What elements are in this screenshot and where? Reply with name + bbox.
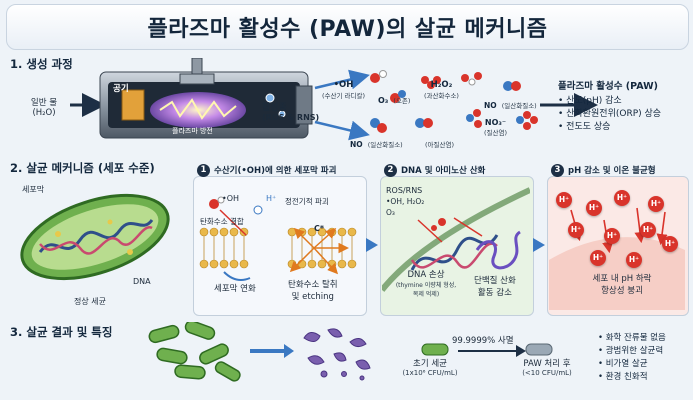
before-label: 초기 세균 (1x10⁶ CFU/mL)	[402, 359, 458, 377]
paw-output-bullets: • 산도(pH) 감소 • 산화환원전위(ORP) 상승 • 전도도 상승	[558, 95, 688, 134]
paw-bullet: • 산도(pH) 감소	[558, 96, 622, 106]
h-plus-ion: H⁺	[604, 228, 620, 244]
flow-arrow-down	[314, 120, 370, 141]
after-label: PAW 처리 후 (<10 CFU/mL)	[522, 359, 572, 377]
species-h2o2: H₂O₂ (과산화수소)	[424, 80, 459, 100]
burst-arrows	[289, 227, 349, 275]
species-oh: •OH (수산기 라디칼)	[322, 80, 366, 100]
plasma-spark	[159, 98, 237, 120]
h-plus-ion: H⁺	[568, 222, 584, 238]
feature-list: • 화학 잔류물 없음 • 광범위한 살균력 • 비가열 살균 • 환경 친화적	[598, 332, 666, 384]
species-no-1: NO (일산화질소)	[484, 101, 537, 110]
h-plus-ion: H⁺	[586, 200, 602, 216]
section2-heading: 2. 살균 메커니즘 (세포 수준)	[10, 161, 155, 175]
input-water-line1: 일반 물	[30, 98, 58, 108]
step2-o3: O₃	[386, 208, 395, 217]
paw-bullet: • 전도도 상승	[558, 122, 611, 132]
comparison-arrow	[458, 345, 526, 357]
page-title: 플라즈마 활성수 (PAW)의 살균 메커니즘	[147, 17, 548, 42]
paw-bullet: • 산화환원전위(ORP) 상승	[558, 109, 662, 119]
h-plus-ion: H⁺	[556, 192, 572, 208]
cell-membrane-label: 세포막	[22, 185, 45, 194]
step-arrow-1	[366, 238, 378, 252]
feature-item: • 환경 친화적	[598, 372, 648, 382]
h-plus-ion: H⁺	[590, 250, 606, 266]
step2-dna-damage: DNA 손상 (thymine 이량체 형성, 복제 억제)	[395, 270, 457, 298]
paw-output: 플라즈마 활성수 (PAW) • 산도(pH) 감소 • 산화환원전위(ORP)…	[558, 78, 688, 134]
input-water-line2: (H₂O)	[32, 108, 56, 118]
dna-oxidation-illustration	[382, 187, 530, 292]
species-o3: O₃ (오존)	[378, 96, 411, 105]
feature-item: • 화학 잔류물 없음	[598, 333, 666, 343]
step1-carbon-detach: 탄화수소 탈취 및 etching	[288, 280, 338, 302]
oh-radical-icon	[209, 199, 219, 209]
section1-heading: 1. 생성 과정	[10, 57, 73, 71]
step1-oh: •OH	[222, 194, 240, 203]
reactive-species-label: 활성종 (ROS & RNS)	[262, 103, 320, 122]
h-plus-ion: H⁺	[626, 252, 642, 268]
step1-carbon-bond: 탄화수소 결합	[200, 217, 244, 226]
kill-rate: 99.9999% 사멸	[452, 336, 514, 346]
step1-c-radical: C*	[314, 224, 325, 233]
protein-icon	[475, 230, 521, 270]
feature-item: • 비가열 살균	[598, 359, 648, 369]
h-plus-ion: H⁺	[648, 196, 664, 212]
bacteria-debris-icon	[303, 328, 371, 381]
h-plus-ion: H⁺	[614, 190, 630, 206]
h-plus-ion: H⁺	[662, 236, 678, 252]
step2-protein: 단백질 산화 활동 감소	[474, 276, 516, 298]
step2-ros-species: •OH, H₂O₂	[386, 197, 425, 206]
title-bar: 플라즈마 활성수 (PAW)의 살균 메커니즘	[6, 4, 689, 50]
section3-heading: 3. 살균 결과 및 특징	[10, 325, 113, 339]
species-nitrite: (아질산염)	[425, 141, 454, 149]
air-inlet	[121, 89, 145, 121]
discharge-label: 플라즈마 방전	[172, 127, 213, 135]
flow-arrow-up	[314, 69, 370, 90]
input-water-label: 일반 물 (H₂O)	[18, 96, 70, 118]
reactor-diagram	[70, 58, 598, 141]
h-plus-ion: H⁺	[640, 222, 656, 238]
step3-result: 세포 내 pH 하락 항상성 붕괴	[592, 274, 652, 296]
step1-h-plus: H⁺	[266, 194, 277, 203]
paw-output-title: 플라즈마 활성수 (PAW)	[558, 81, 658, 92]
step1-membrane-soft: 세포막 연화	[214, 284, 256, 294]
comparison-diagram	[421, 343, 553, 357]
bacteria-before-icon	[148, 322, 241, 382]
species-nitrate: NO₃⁻ (질산염)	[484, 118, 508, 137]
result-arrow-1	[250, 344, 294, 358]
membrane-illustration	[199, 196, 357, 281]
step2-ros: ROS/RNS	[386, 186, 423, 195]
air-label: 공기	[113, 84, 129, 94]
molecule-icon	[370, 70, 538, 133]
dna-label: DNA	[133, 277, 151, 286]
species-no-2: NO (일산화질소)	[350, 140, 403, 149]
step1-static-break: 정전기적 파괴	[285, 197, 329, 206]
feature-item: • 광범위한 살균력	[598, 346, 664, 356]
h-plus-icon	[253, 205, 263, 215]
normal-cell-label: 정상 세균	[74, 297, 106, 306]
bacterium-illustration	[20, 193, 170, 281]
step-arrow-2	[533, 238, 545, 252]
